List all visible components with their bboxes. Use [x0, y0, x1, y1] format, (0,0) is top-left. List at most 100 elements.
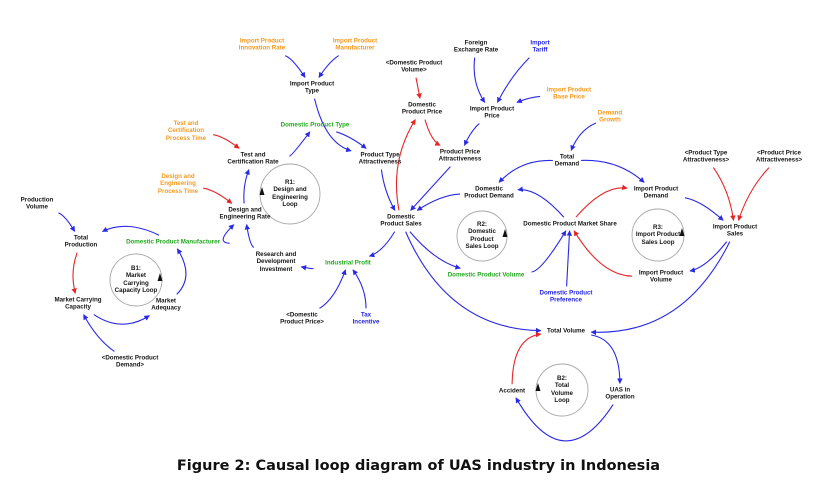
node-uas-in-operation: UAS in Operation	[605, 386, 635, 401]
causal-link-test-certification-process-time-to-test-certification-rate	[213, 134, 240, 149]
node-production-volume: Production Volume	[20, 196, 54, 211]
causal-link-domestic-product-volume-shadow-to-domestic-product-price	[415, 77, 422, 99]
causal-link-industrial-profit-to-research-development-investment	[300, 265, 314, 271]
node-import-product-base-price: Import Product Base Price	[546, 86, 592, 101]
loop-direction-arrow-icon	[502, 229, 508, 237]
causal-link-total-production-to-market-carrying-capacity	[71, 252, 78, 294]
causal-link-production-volume-to-total-production	[58, 212, 76, 232]
causal-link-import-product-sales-to-import-product-volume	[689, 241, 728, 273]
node-domestic-product-type: Domestic Product Type	[280, 121, 350, 129]
node-import-product-sales: Import Product Sales	[712, 223, 758, 238]
links-layer	[58, 55, 770, 442]
causal-link-import-product-type-to-product-type-attractiveness	[313, 98, 352, 153]
causal-link-uas-in-operation-to-accident	[515, 397, 614, 442]
node-total-volume: Total Volume	[547, 327, 585, 335]
causal-link-import-product-volume-to-domestic-product-market-share	[573, 230, 633, 277]
node-design-engineering-process-time: Design and Engineering Process Time	[157, 172, 199, 195]
causal-link-domestic-product-demand-shadow-to-market-carrying-capacity	[83, 314, 115, 352]
loop-direction-arrow-icon	[259, 187, 265, 195]
causal-link-design-engineering-process-time-to-design-engineering-rate	[203, 187, 233, 204]
node-research-development-investment: Research and Development Investment	[255, 250, 297, 273]
node-market-carrying-capacity: Market Carrying Capacity	[54, 296, 102, 311]
node-domestic-product-demand-shadow: <Domestic Product Demand>	[101, 354, 159, 369]
causal-link-import-product-demand-to-import-product-sales	[684, 197, 724, 221]
loops-layer	[109, 163, 685, 417]
causal-link-domestic-product-sales-to-industrial-profit	[368, 231, 396, 258]
causal-link-import-product-base-price-to-import-product-price	[516, 95, 541, 104]
node-import-product-type: Import Product Type	[289, 80, 335, 95]
causal-link-domestic-product-price-shadow-to-industrial-profit	[319, 269, 347, 309]
node-domestic-product-price: Domestic Product Price	[401, 101, 443, 116]
node-test-certification-rate: Test and Certification Rate	[227, 151, 279, 166]
causal-link-import-tariff-to-import-product-price	[496, 57, 530, 103]
causal-link-product-type-attractiveness-to-domestic-product-sales	[380, 169, 396, 211]
causal-link-domestic-product-manufacturer-to-total-production	[102, 225, 160, 236]
causal-link-domestic-product-sales-to-total-volume	[405, 231, 542, 334]
node-product-price-attractiveness-shadow: <Product Price Attractiveness>	[755, 149, 803, 164]
node-domestic-product-demand: Domestic Product Demand	[464, 185, 514, 200]
causal-link-domestic-product-sales-to-domestic-product-price	[395, 119, 416, 211]
loop-direction-arrow-icon	[679, 228, 685, 236]
causal-link-import-product-innovation-rate-to-import-product-type	[285, 55, 306, 78]
causal-link-accident-to-total-volume	[511, 331, 542, 385]
node-domestic-product-volume: Domestic Product Volume	[447, 271, 525, 279]
node-domestic-product-market-share: Domestic Product Market Share	[523, 220, 617, 228]
node-design-engineering-rate: Design and Engineering Rate	[219, 206, 271, 221]
causal-link-domestic-product-manufacturer-to-design-engineering-rate	[222, 224, 235, 244]
causal-link-total-volume-to-uas-in-operation	[591, 334, 623, 384]
causal-link-design-engineering-rate-to-test-certification-rate	[243, 169, 250, 204]
causal-link-market-carrying-capacity-to-market-adequacy	[93, 314, 150, 325]
node-import-product-demand: Import Product Demand	[633, 185, 679, 200]
causal-link-test-certification-rate-to-domestic-product-type	[289, 131, 311, 157]
node-product-price-attractiveness: Product Price Attractiveness	[438, 148, 482, 163]
causal-link-import-product-sales-to-total-volume	[590, 241, 731, 336]
causal-link-total-demand-to-import-product-demand	[581, 159, 645, 183]
causal-link-import-product-price-to-product-price-attractiveness	[463, 123, 480, 146]
causal-link-domestic-product-price-to-product-price-attractiveness	[424, 119, 441, 146]
loop-direction-arrow-icon	[535, 383, 541, 391]
node-demand-growth: Demand Growth	[597, 109, 623, 124]
causal-link-domestic-product-market-share-to-domestic-product-demand	[517, 186, 565, 218]
causal-link-foreign-exchange-rate-to-import-product-price	[473, 57, 486, 103]
causal-link-product-price-attractiveness-shadow-to-import-product-sales	[737, 167, 770, 221]
causal-link-domestic-product-sales-to-domestic-product-volume	[409, 231, 461, 270]
node-import-product-innovation-rate: Import Product Innovation Rate	[238, 37, 286, 52]
node-industrial-profit: Industrial Profit	[325, 259, 371, 267]
node-domestic-product-sales: Domestic Product Sales	[380, 213, 422, 228]
node-domestic-product-preference: Domestic Product Preference	[539, 289, 593, 304]
causal-link-tax-incentive-to-industrial-profit	[352, 269, 367, 309]
loop-label-b1: B1: Market Carrying Capacity Loop	[114, 265, 158, 295]
node-test-certification-process-time: Test and Certification Process Time	[165, 119, 207, 142]
node-total-production: Total Production	[64, 234, 98, 249]
node-import-product-manufacturer: Import Product Manufacturer	[332, 37, 378, 52]
node-foreign-exchange-rate: Foreign Exchange Rate	[453, 39, 499, 54]
causal-link-import-product-manufacturer-to-import-product-type	[318, 55, 340, 78]
loop-direction-arrow-icon	[157, 273, 163, 281]
node-domestic-product-manufacturer: Domestic Product Manufacturer	[126, 238, 220, 246]
node-domestic-product-price-shadow: <Domestic Product Price>	[280, 311, 324, 326]
node-domestic-product-volume-shadow: <Domestic Product Volume>	[385, 59, 443, 74]
loop-label-r2: R2: Domestic Product Sales Loop	[465, 221, 499, 251]
causal-link-demand-growth-to-total-demand	[570, 122, 597, 151]
causal-link-product-price-attractiveness-to-domestic-product-sales	[410, 166, 451, 211]
node-import-tariff: Import Tariff	[530, 39, 550, 54]
causal-link-domestic-product-demand-to-domestic-product-sales	[416, 193, 461, 211]
node-market-adequacy: Market Adequacy	[151, 297, 181, 312]
loop-label-r1: R1: Design and Engineering Loop	[272, 179, 308, 209]
node-accident: Accident	[498, 387, 526, 395]
causal-link-research-development-investment-to-design-engineering-rate	[244, 224, 255, 249]
node-product-type-attractiveness-shadow: <Product Type Attractiveness>	[682, 149, 730, 164]
node-product-type-attractiveness: Product Type Attractiveness	[358, 151, 402, 166]
causal-link-domestic-product-preference-to-domestic-product-market-share	[566, 230, 573, 287]
node-import-product-volume: Import Product Volume	[638, 269, 684, 284]
causal-link-domestic-product-market-share-to-import-product-demand	[575, 184, 628, 218]
loop-label-r3: R3: Import Product Sales Loop	[635, 223, 681, 246]
figure-caption: Figure 2: Causal loop diagram of UAS ind…	[176, 458, 661, 474]
node-import-product-price: Import Product Price	[469, 105, 515, 120]
causal-link-product-type-attractiveness-shadow-to-import-product-sales	[712, 167, 736, 221]
loop-label-b2: B2: Total Volume Loop	[551, 375, 573, 405]
causal-link-market-adequacy-to-domestic-product-manufacturer	[176, 248, 187, 295]
causal-link-domestic-product-volume-to-domestic-product-market-share	[531, 230, 567, 273]
node-total-demand: Total Demand	[554, 153, 580, 168]
